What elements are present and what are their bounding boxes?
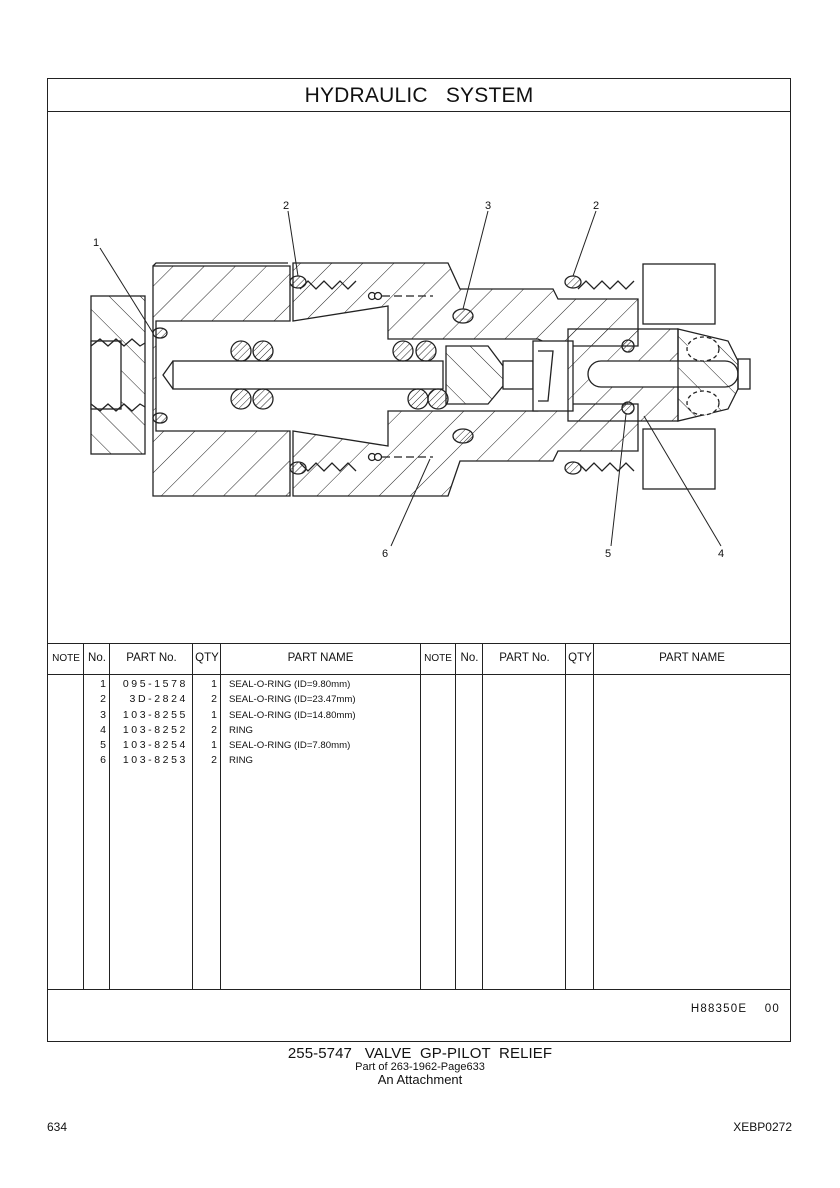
header-part-name: PART NAME bbox=[287, 652, 354, 664]
row-qty: 2 bbox=[211, 754, 217, 767]
o-ring-group bbox=[152, 275, 635, 475]
table-row: 5 103-8254 1 SEAL-O-RING (ID=7.80mm) bbox=[48, 738, 420, 753]
row-part-name: SEAL-O-RING (ID=7.80mm) bbox=[229, 740, 351, 752]
callout-6: 6 bbox=[382, 548, 388, 560]
section-title: HYDRAULIC SYSTEM bbox=[304, 84, 534, 107]
page-number: 634 bbox=[47, 1120, 68, 1134]
table-row: 2 3D-2824 2 SEAL-O-RING (ID=23.47mm) bbox=[48, 692, 420, 707]
col-qty bbox=[566, 643, 594, 989]
callout-3: 3 bbox=[485, 200, 491, 212]
table-header-row: NOTE No. PART No. QTY PART NAME bbox=[420, 643, 790, 675]
col-part-no bbox=[110, 643, 193, 989]
row-qty: 1 bbox=[211, 739, 217, 752]
row-part-no: 103-8254 bbox=[122, 739, 188, 752]
parts-table-right: NOTE No. PART No. QTY PART NAME bbox=[420, 643, 790, 989]
col-qty bbox=[193, 643, 221, 989]
parts-table: NOTE No. PART No. QTY PART NAME 1 095-15… bbox=[48, 643, 790, 990]
table-rows: 1 095-1578 1 SEAL-O-RING (ID=9.80mm) 2 3… bbox=[48, 677, 420, 769]
row-no: 1 bbox=[100, 678, 106, 690]
row-part-name: RING bbox=[229, 755, 253, 767]
row-qty: 2 bbox=[211, 723, 217, 736]
col-part-no bbox=[483, 643, 566, 989]
table-row: 3 103-8255 1 SEAL-O-RING (ID=14.80mm) bbox=[48, 708, 420, 723]
col-no bbox=[84, 643, 110, 989]
header-no: No. bbox=[460, 652, 479, 664]
document-code: XEBP0272 bbox=[733, 1120, 792, 1134]
assembly-parent-ref: Part of 263-1962-Page633 bbox=[355, 1061, 485, 1073]
callout-5: 5 bbox=[605, 548, 611, 560]
valve-body-lower bbox=[292, 403, 639, 497]
callout-1: 1 bbox=[93, 237, 99, 249]
row-part-name: SEAL-O-RING (ID=23.47mm) bbox=[229, 694, 356, 706]
row-qty: 1 bbox=[211, 708, 217, 721]
parts-page-frame: HYDRAULIC SYSTEM bbox=[47, 78, 791, 1042]
guide-rod bbox=[172, 360, 444, 390]
col-note bbox=[420, 643, 456, 989]
lock-nut bbox=[642, 263, 716, 325]
row-qty: 1 bbox=[211, 678, 217, 690]
callout-2-right: 2 bbox=[593, 200, 599, 212]
row-part-no: 103-8252 bbox=[122, 723, 188, 736]
row-no: 4 bbox=[100, 723, 106, 736]
row-part-name: SEAL-O-RING (ID=14.80mm) bbox=[229, 709, 356, 721]
row-no: 3 bbox=[100, 708, 106, 721]
callout-4: 4 bbox=[718, 548, 724, 560]
header-note: NOTE bbox=[52, 653, 80, 664]
header-part-no: PART No. bbox=[499, 652, 550, 664]
assembly-note: An Attachment bbox=[377, 1072, 463, 1087]
valve-diagram-svg: 1 2 3 2 6 5 4 bbox=[90, 200, 751, 560]
table-header-row: NOTE No. PART No. QTY PART NAME bbox=[48, 643, 420, 675]
poppet bbox=[445, 345, 504, 405]
row-part-no: 095-1578 bbox=[122, 678, 188, 690]
col-no bbox=[456, 643, 483, 989]
row-no: 2 bbox=[100, 693, 106, 706]
table-row: 1 095-1578 1 SEAL-O-RING (ID=9.80mm) bbox=[48, 677, 420, 692]
table-row: 4 103-8252 2 RING bbox=[48, 723, 420, 738]
header-part-name: PART NAME bbox=[659, 652, 725, 664]
header-no: No. bbox=[88, 652, 106, 664]
illustration-code: H88350E 00 bbox=[690, 1003, 780, 1015]
row-part-no: 103-8253 bbox=[122, 754, 188, 767]
assembly-title: 255-5747 VALVE GP-PILOT RELIEF bbox=[287, 1045, 553, 1062]
header-qty: QTY bbox=[195, 652, 219, 664]
header-part-no: PART No. bbox=[126, 652, 177, 664]
parts-table-left: NOTE No. PART No. QTY PART NAME 1 095-15… bbox=[48, 643, 421, 989]
row-qty: 2 bbox=[211, 693, 217, 706]
row-part-no: 3D-2824 bbox=[129, 693, 188, 706]
table-row: 6 103-8253 2 RING bbox=[48, 753, 420, 768]
row-no: 5 bbox=[100, 739, 106, 752]
header-qty: QTY bbox=[568, 652, 592, 664]
section-title-bar: HYDRAULIC SYSTEM bbox=[48, 79, 790, 112]
row-part-name: RING bbox=[229, 724, 253, 736]
row-part-name: SEAL-O-RING (ID=9.80mm) bbox=[229, 679, 351, 690]
header-note: NOTE bbox=[424, 653, 452, 664]
callout-2-left: 2 bbox=[283, 200, 289, 212]
row-no: 6 bbox=[100, 754, 106, 767]
valve-cross-section-drawing: 1 2 3 2 6 5 4 bbox=[48, 111, 790, 644]
col-note bbox=[48, 643, 84, 989]
row-part-no: 103-8255 bbox=[122, 708, 188, 721]
